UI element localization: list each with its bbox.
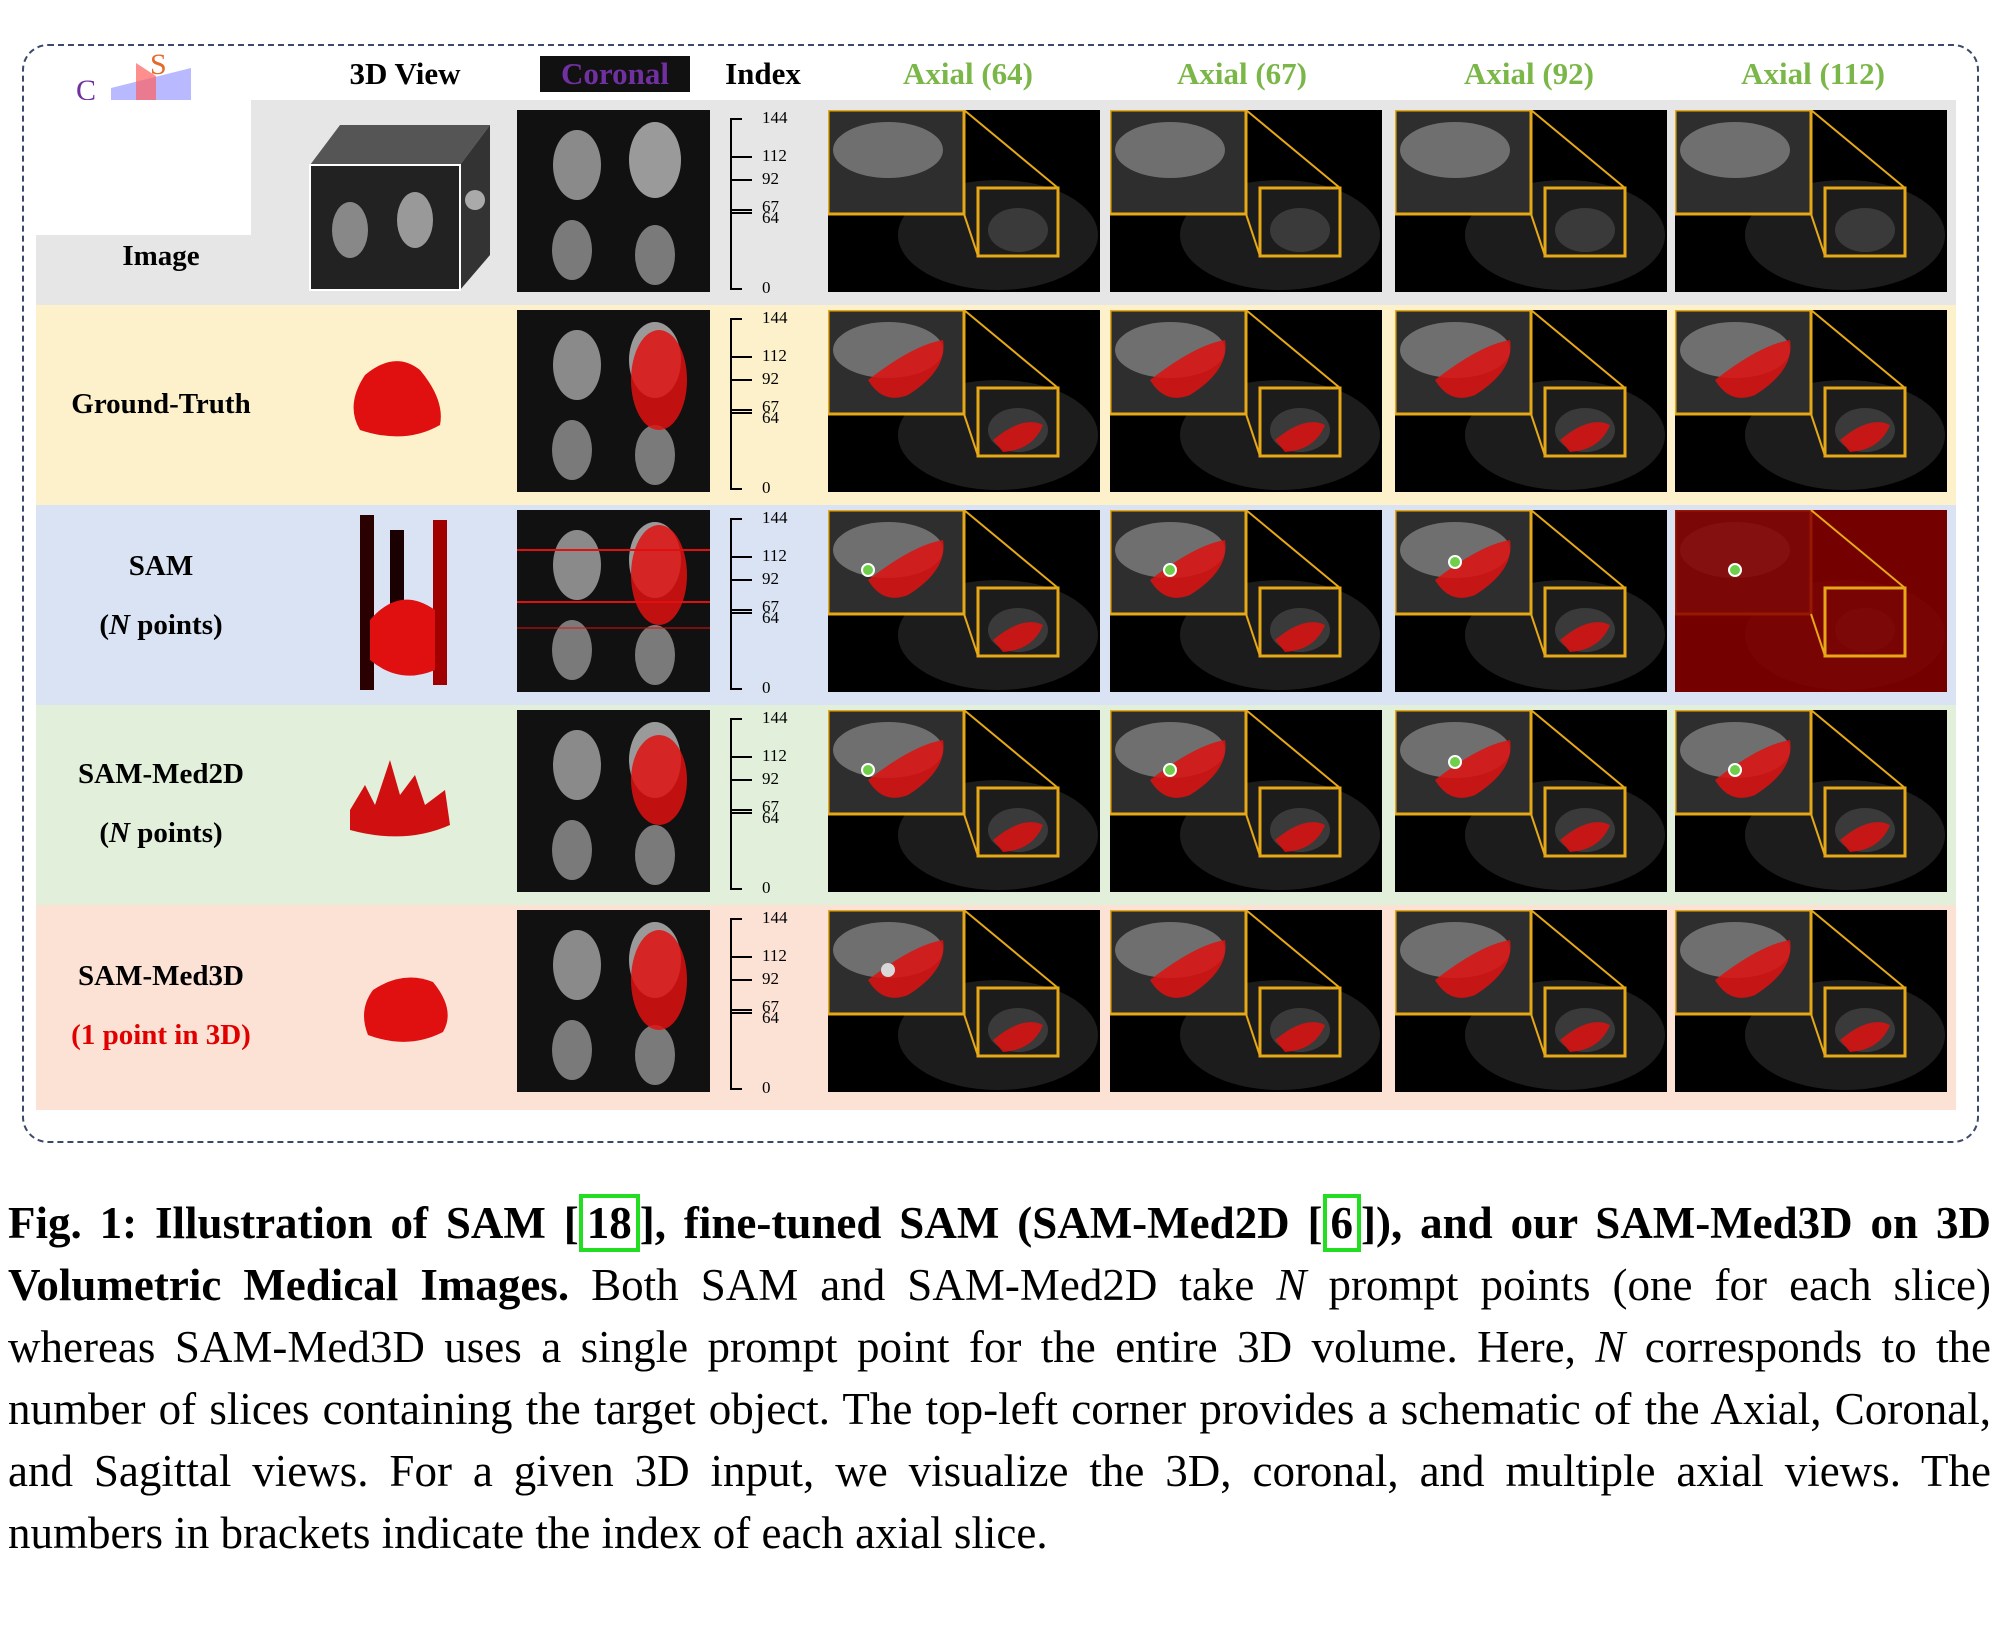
- sam-med3d-3d-mask: [364, 977, 448, 1042]
- axial-slice-ground-truth-0: [828, 310, 1100, 492]
- index-label-0: 0: [762, 1078, 771, 1097]
- gt-3d-mask: [353, 361, 441, 437]
- row-label-sam-med3d: SAM-Med3D (1 point in 3D): [71, 960, 251, 1051]
- figure-caption: Fig. 1: Illustration of SAM [18], fine-t…: [8, 1192, 1991, 1564]
- index-label-92: 92: [762, 369, 779, 389]
- index-label-64: 64: [762, 608, 779, 628]
- axial-slice-sam-0: [828, 510, 1100, 692]
- header-index: Index: [725, 56, 801, 91]
- axial-slice-sam-med2d-1: [1110, 710, 1382, 892]
- index-label-112: 112: [762, 345, 787, 365]
- index-label-92: 92: [762, 169, 779, 189]
- header-coronal: Coronal: [540, 56, 690, 92]
- header-axial-64: Axial (64): [902, 56, 1033, 91]
- index-label-67: 67: [762, 196, 779, 216]
- index-label-0: 0: [762, 678, 771, 697]
- axial-slice-sam-med2d-3: [1675, 710, 1947, 892]
- row-label-ground-truth: Ground-Truth: [71, 388, 251, 420]
- coronal-slice-ground-truth: [517, 310, 710, 492]
- axial-slice-sam-3: [1675, 510, 1947, 692]
- index-label-64: 64: [762, 408, 779, 428]
- citation-ref-18[interactable]: 18: [578, 1194, 640, 1252]
- axial-slice-sam-med3d-3: [1675, 910, 1947, 1092]
- axial-slice-ground-truth-1: [1110, 310, 1382, 492]
- sam-med2d-3d-mask: [350, 760, 450, 837]
- header-axial-112: Axial (112): [1741, 56, 1885, 91]
- row-label-sam-med2d: SAM-Med2D (N points): [78, 758, 244, 849]
- coronal-slice-sam-med2d: [517, 710, 710, 892]
- axial-slice-ground-truth-2: [1395, 310, 1667, 492]
- row-label-sam: SAM (N points): [99, 550, 223, 641]
- index-label-92: 92: [762, 969, 779, 989]
- header-axial-67: Axial (67): [1176, 56, 1307, 91]
- cube-3d-view: [309, 125, 490, 291]
- axial-slice-sam-med3d-0: [828, 910, 1100, 1092]
- axial-slice-sam-med3d-1: [1110, 910, 1382, 1092]
- axial-slice-ground-truth-3: [1675, 310, 1947, 492]
- index-label-112: 112: [762, 145, 787, 165]
- index-label-67: 67: [762, 996, 779, 1016]
- index-label-92: 92: [762, 769, 779, 789]
- coronal-slice-sam: [517, 510, 710, 692]
- sam-3d-mask: [360, 515, 447, 690]
- axial-slice-image-1: [1110, 110, 1382, 292]
- axial-slice-image-2: [1395, 110, 1667, 292]
- index-label-64: 64: [762, 808, 779, 828]
- index-label-64: 64: [762, 208, 779, 228]
- axial-slice-sam-1: [1110, 510, 1382, 692]
- row-label-image: Image: [122, 240, 200, 272]
- index-label-112: 112: [762, 745, 787, 765]
- schematic-label-s: S: [150, 48, 167, 81]
- axial-slice-image-3: [1675, 110, 1947, 292]
- index-label-144: 144: [762, 708, 788, 727]
- axial-slice-image-0: [828, 110, 1100, 292]
- citation-ref-6[interactable]: 6: [1322, 1194, 1362, 1252]
- index-label-112: 112: [762, 545, 787, 565]
- index-label-67: 67: [762, 796, 779, 816]
- index-label-144: 144: [762, 108, 788, 127]
- axial-slice-sam-med3d-2: [1395, 910, 1667, 1092]
- index-label-67: 67: [762, 396, 779, 416]
- index-label-0: 0: [762, 278, 771, 297]
- index-label-144: 144: [762, 908, 788, 927]
- schematic-label-c: C: [76, 74, 97, 107]
- header-axial-92: Axial (92): [1463, 56, 1594, 91]
- index-label-92: 92: [762, 569, 779, 589]
- index-label-67: 67: [762, 596, 779, 616]
- index-label-144: 144: [762, 308, 788, 327]
- index-label-0: 0: [762, 878, 771, 897]
- coronal-slice-image: [517, 110, 710, 292]
- coronal-slice-sam-med3d: [517, 910, 710, 1092]
- figure-frame: [22, 44, 1979, 1143]
- index-label-0: 0: [762, 478, 771, 497]
- axial-slice-sam-2: [1395, 510, 1667, 692]
- index-label-64: 64: [762, 1008, 779, 1028]
- header-3d-view: 3D View: [349, 56, 461, 91]
- index-label-112: 112: [762, 945, 787, 965]
- index-label-144: 144: [762, 508, 788, 527]
- axial-slice-sam-med2d-2: [1395, 710, 1667, 892]
- axial-slice-sam-med2d-0: [828, 710, 1100, 892]
